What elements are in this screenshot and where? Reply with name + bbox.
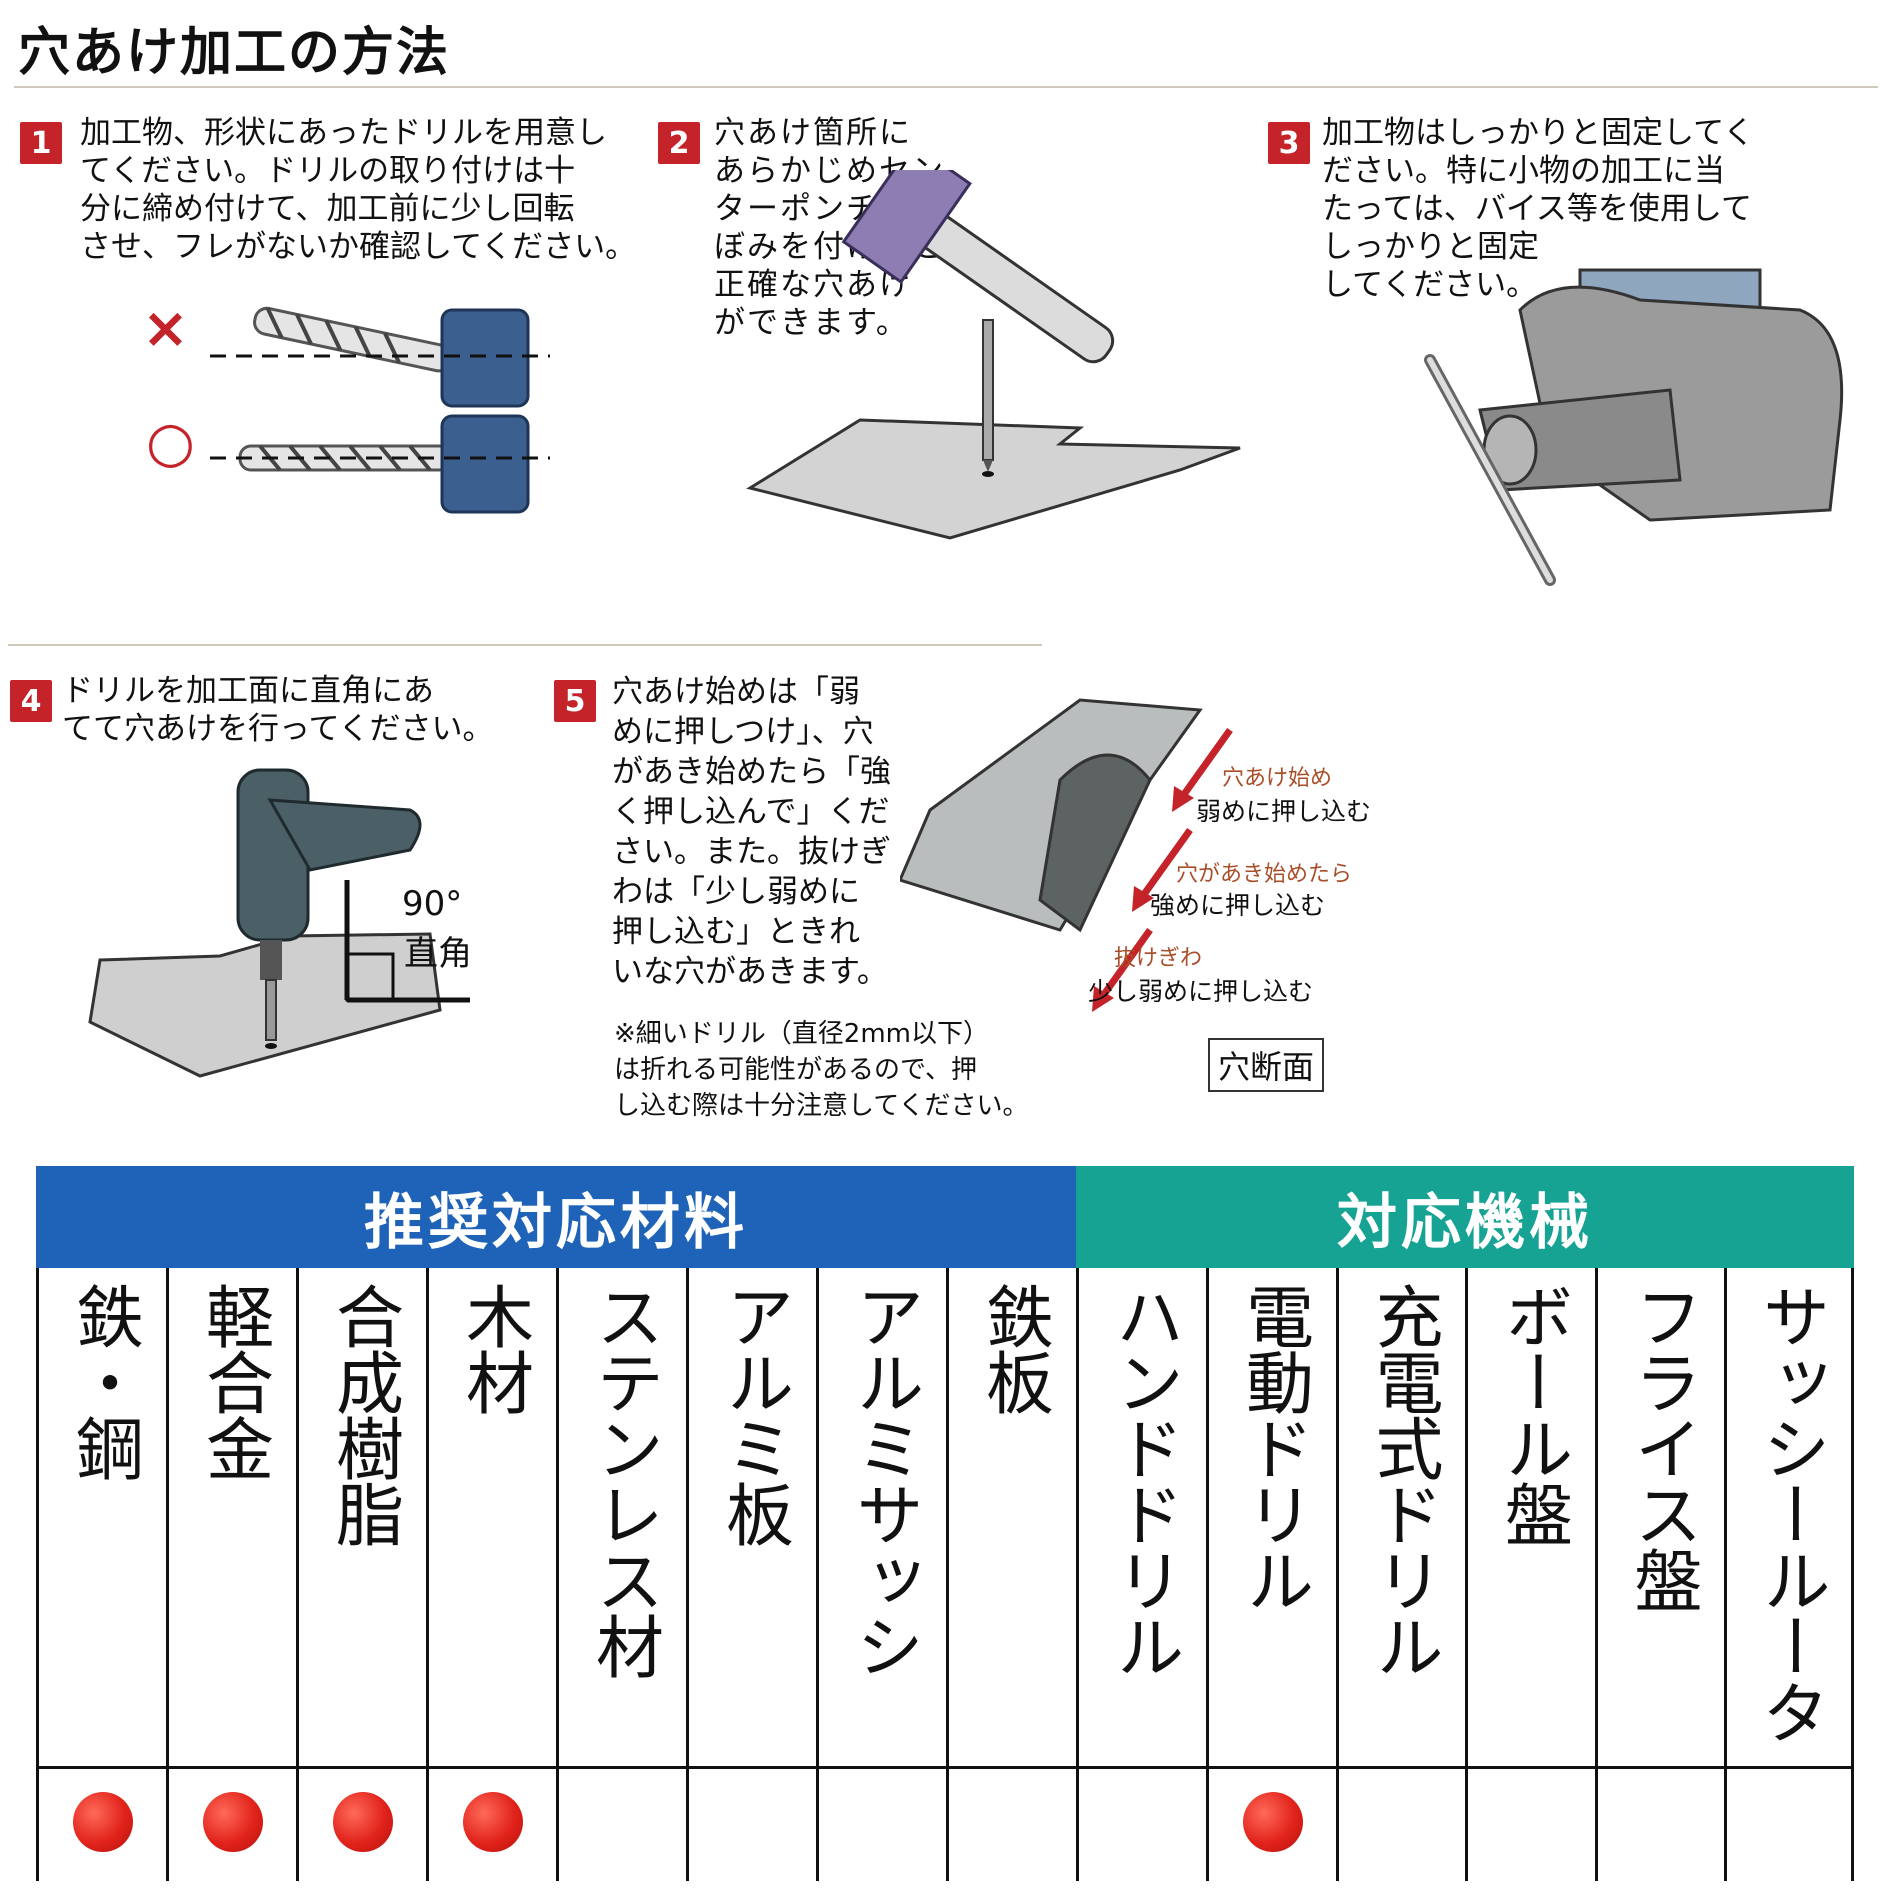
material-column: ステンレス材: [556, 1268, 686, 1881]
material-label: 軽合金: [193, 1282, 273, 1480]
step-2-badge: 2: [658, 122, 700, 164]
compatible-dot: [72, 1792, 133, 1852]
vise-illustration: [1424, 268, 1844, 586]
callout-1-label: 穴あけ始め: [1222, 766, 1333, 791]
machine-column: 充電式ドリル: [1336, 1268, 1465, 1881]
callout-2-label: 穴があき始めたら: [1176, 862, 1353, 887]
callout-3-text: 少し弱めに押し込む: [1088, 977, 1314, 1006]
callout-1-text: 弱めに押し込む: [1196, 797, 1372, 826]
step-3-badge: 3: [1268, 122, 1310, 164]
materials-header: 推奨対応材料: [36, 1166, 1076, 1268]
compatible-dot: [332, 1792, 393, 1852]
angle-label: 直角: [404, 934, 472, 974]
material-column: アルミサッシ: [816, 1268, 946, 1881]
material-label: ステンレス材: [583, 1282, 663, 1678]
step-5-text: 穴あけ始めは「弱 めに押しつけ」、穴 があき始めたら「強 く押し込んで」くだ さ…: [612, 674, 891, 990]
callout-3-label: 抜けぎわ: [1114, 946, 1203, 971]
material-column: 鉄・鋼: [36, 1268, 166, 1881]
machine-label: サッシールータ: [1750, 1282, 1829, 1744]
step-4-badge: 4: [10, 680, 52, 722]
wrong-mark: ×: [142, 296, 189, 361]
material-column: 木材: [426, 1268, 556, 1881]
material-label: 木材: [453, 1282, 533, 1414]
material-label: 鉄・鋼: [63, 1282, 143, 1480]
compatible-dot: [462, 1792, 523, 1852]
material-column: アルミ板: [686, 1268, 816, 1881]
machine-column: 電動ドリル: [1206, 1268, 1336, 1881]
step-4-text: ドリルを加工面に直角にあ てて穴あけを行ってください。: [62, 673, 494, 747]
section-divider: [8, 644, 1042, 646]
drill-right-angle-illustration: [88, 768, 470, 1078]
machines-header: 対応機械: [1076, 1166, 1854, 1268]
machine-column: ハンドドリル: [1076, 1268, 1206, 1881]
callout-2-text: 強めに押し込む: [1150, 891, 1326, 920]
compatible-dot: [1242, 1792, 1303, 1852]
step-1-text: 加工物、形状にあったドリルを用意し てください。ドリルの取り付けは十 分に締め付…: [80, 115, 637, 265]
material-column: 軽合金: [166, 1268, 296, 1881]
material-label: アルミ板: [713, 1282, 793, 1546]
drill-alignment-illustration: [210, 306, 550, 514]
material-label: 合成樹脂: [323, 1282, 403, 1546]
page-title: 穴あけ加工の方法: [18, 23, 451, 83]
pressure-arrows: [1092, 727, 1233, 1012]
compatible-dot: [202, 1792, 263, 1852]
machine-label: ハンドドリル: [1103, 1282, 1183, 1678]
angle-degree: 90°: [402, 884, 463, 924]
step-1-badge: 1: [20, 122, 62, 164]
thin-drill-note: ※細いドリル（直径2mm以下） は折れる可能性があるので、押 し込む際は十分注意…: [614, 1019, 1029, 1121]
machine-column: サッシールータ: [1724, 1268, 1854, 1881]
hole-cross-section-illustration: [900, 698, 1203, 933]
machine-label: ボール盤: [1492, 1282, 1572, 1546]
title-divider: [14, 86, 1878, 88]
material-column: 合成樹脂: [296, 1268, 426, 1881]
machine-label: フライス盤: [1622, 1282, 1701, 1612]
material-label: アルミサッシ: [843, 1282, 923, 1678]
machine-label: 充電式ドリル: [1363, 1282, 1442, 1678]
compatibility-table: 推奨対応材料 対応機械 鉄・鋼 軽合金 合成樹脂 木材 ステンレス材 アルミ板 …: [36, 1166, 1854, 1881]
machine-column: ボール盤: [1465, 1268, 1595, 1881]
machine-column: フライス盤: [1595, 1268, 1724, 1881]
cross-section-label: 穴断面: [1208, 1038, 1325, 1092]
material-label: 鉄板: [973, 1282, 1053, 1414]
right-mark: ○: [146, 410, 195, 475]
table-row-divider: [36, 1766, 1854, 1769]
machine-label: 電動ドリル: [1233, 1282, 1313, 1612]
step-3-text: 加工物はしっかりと固定してく ださい。特に小物の加工に当 たっては、バイス等を使…: [1322, 115, 1755, 303]
material-column: 鉄板: [946, 1268, 1076, 1881]
center-punch-illustration: [746, 170, 1241, 540]
step-5-badge: 5: [554, 680, 596, 722]
